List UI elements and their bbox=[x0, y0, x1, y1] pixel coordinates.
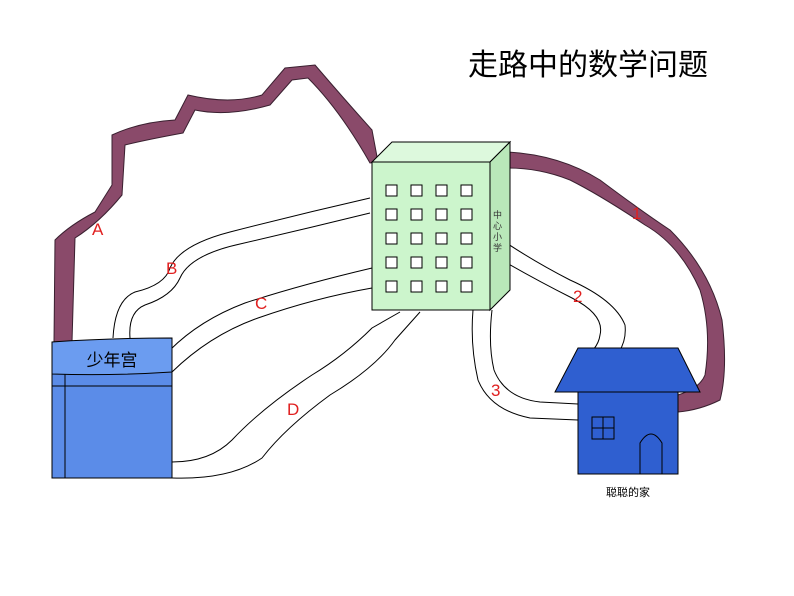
route-b-label: B bbox=[166, 259, 177, 278]
school-windows bbox=[385, 184, 473, 293]
school-building: 中心小学 bbox=[370, 140, 512, 312]
route-c-road bbox=[169, 267, 373, 373]
route-d-road bbox=[171, 311, 421, 479]
route-b-road bbox=[112, 197, 371, 339]
home-caption: 聪聪的家 bbox=[606, 485, 650, 499]
youth-palace-label: 少年宫 bbox=[87, 351, 138, 371]
route-3-road bbox=[471, 309, 579, 421]
youth-palace-building: 少年宫 bbox=[51, 337, 173, 479]
route-3-label: 3 bbox=[491, 381, 500, 400]
route-c-label: C bbox=[255, 294, 267, 313]
school-name-label: 中心小学 bbox=[491, 209, 502, 254]
route-2-label: 2 bbox=[573, 287, 582, 306]
route-d-label: D bbox=[287, 400, 299, 419]
route-a-label: A bbox=[92, 220, 104, 239]
route-1-label: 1 bbox=[632, 204, 641, 223]
home-building: 聪聪的家 bbox=[554, 347, 701, 499]
route-a-path bbox=[53, 64, 379, 343]
home-window bbox=[591, 416, 615, 440]
page-title: 走路中的数学问题 bbox=[468, 48, 708, 83]
home-door bbox=[639, 433, 663, 474]
